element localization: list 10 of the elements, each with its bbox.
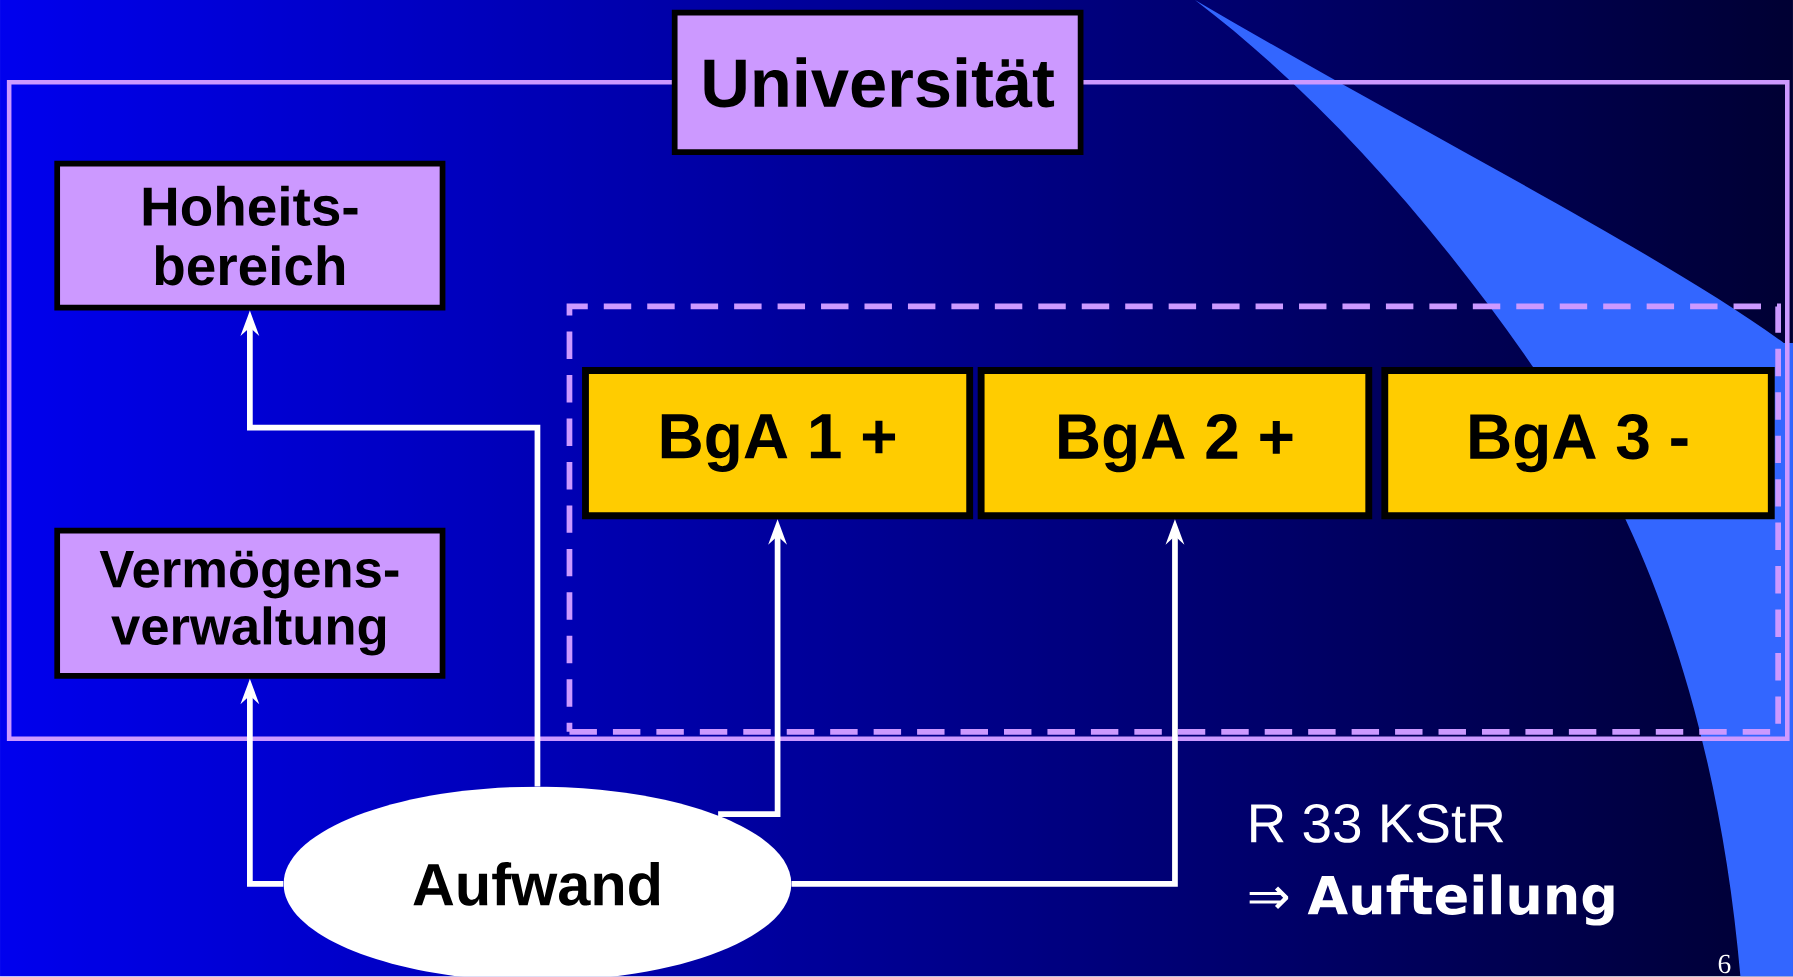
box: Hoheits- bereich xyxy=(54,160,446,311)
box: Vermögens- verwaltung xyxy=(54,527,446,679)
box: BgA 2 + xyxy=(977,367,1373,520)
title-box: Universität xyxy=(671,9,1084,156)
box: BgA 3 - xyxy=(1381,367,1775,520)
page-number: 6 xyxy=(1718,955,1731,974)
dashed-box xyxy=(566,303,1781,735)
box: BgA 1 + xyxy=(582,367,974,520)
conclusion-text: ⇒ Aufteilung xyxy=(1249,874,1614,926)
rule-reference: R 33 KStR xyxy=(1251,804,1504,843)
